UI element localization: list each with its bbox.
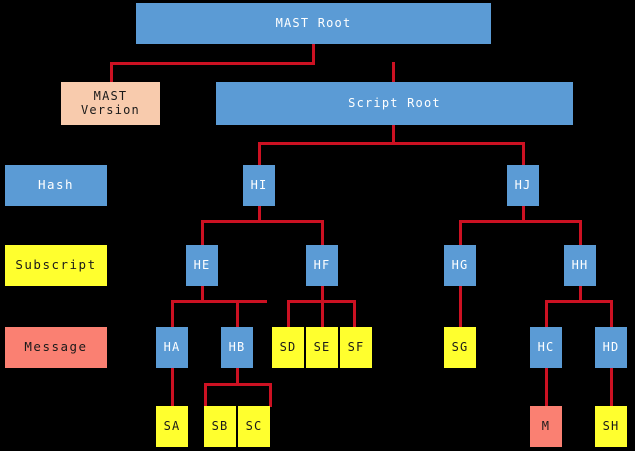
node-script-root[interactable]: Script Root — [216, 82, 573, 125]
node-sa[interactable]: SA — [156, 406, 188, 447]
edge-to-m — [545, 368, 548, 406]
node-ha[interactable]: HA — [156, 327, 188, 368]
edge-to-hh — [579, 220, 582, 246]
edge-to-hi — [258, 142, 261, 165]
edge-hb-bus — [204, 383, 272, 386]
edge-to-hg — [459, 220, 462, 246]
edge-hh-bus — [545, 300, 613, 303]
edge-to-hb — [236, 300, 239, 328]
node-hj[interactable]: HJ — [507, 165, 539, 206]
edge-to-hf — [321, 220, 324, 246]
legend-subscript: Subscript — [5, 245, 107, 286]
node-hb[interactable]: HB — [221, 327, 253, 368]
edge-mastroot-stem — [312, 44, 315, 64]
edge-to-he — [201, 220, 204, 246]
edge-he-bus — [171, 300, 267, 303]
edge-to-mastversion — [110, 62, 113, 82]
legend-message: Message — [5, 327, 107, 368]
edge-scriptroot-bus — [258, 142, 525, 145]
node-hd[interactable]: HD — [595, 327, 627, 368]
node-hf[interactable]: HF — [306, 245, 338, 286]
node-mast-version[interactable]: MAST Version — [61, 82, 160, 125]
node-se[interactable]: SE — [306, 327, 338, 368]
edge-to-sh — [610, 368, 613, 406]
edge-hi-bus — [201, 220, 323, 223]
node-sd[interactable]: SD — [272, 327, 304, 368]
edge-to-se — [321, 300, 324, 328]
edge-to-ha — [171, 300, 174, 328]
edge-hh-stem — [579, 285, 582, 302]
node-m[interactable]: M — [530, 406, 562, 447]
edge-hf-stem — [321, 285, 324, 302]
edge-to-sg — [459, 285, 462, 328]
node-sb[interactable]: SB — [204, 406, 236, 447]
edge-to-sd — [287, 300, 290, 328]
edge-hb-stem — [236, 368, 239, 385]
edge-to-hj — [522, 142, 525, 165]
edge-hj-bus — [459, 220, 581, 223]
edge-to-hc — [545, 300, 548, 328]
edge-hj-stem — [522, 205, 525, 222]
edge-to-sb — [204, 383, 207, 407]
edge-hi-stem — [258, 205, 261, 222]
edge-to-sc — [269, 383, 272, 407]
node-hh[interactable]: HH — [564, 245, 596, 286]
node-sg[interactable]: SG — [444, 327, 476, 368]
edge-to-sa — [171, 368, 174, 406]
node-he[interactable]: HE — [186, 245, 218, 286]
edge-to-scriptroot — [392, 62, 395, 82]
node-hg[interactable]: HG — [444, 245, 476, 286]
edge-scriptroot-stem — [392, 125, 395, 144]
legend-hash: Hash — [5, 165, 107, 206]
node-sc[interactable]: SC — [238, 406, 270, 447]
node-mast-root[interactable]: MAST Root — [136, 3, 491, 44]
edge-to-hd — [610, 300, 613, 328]
edge-mastroot-bus — [110, 62, 315, 65]
edge-to-sf — [353, 300, 356, 328]
node-hc[interactable]: HC — [530, 327, 562, 368]
edge-he-stem — [201, 285, 204, 302]
node-sf[interactable]: SF — [340, 327, 372, 368]
node-hi[interactable]: HI — [243, 165, 275, 206]
node-sh[interactable]: SH — [595, 406, 627, 447]
